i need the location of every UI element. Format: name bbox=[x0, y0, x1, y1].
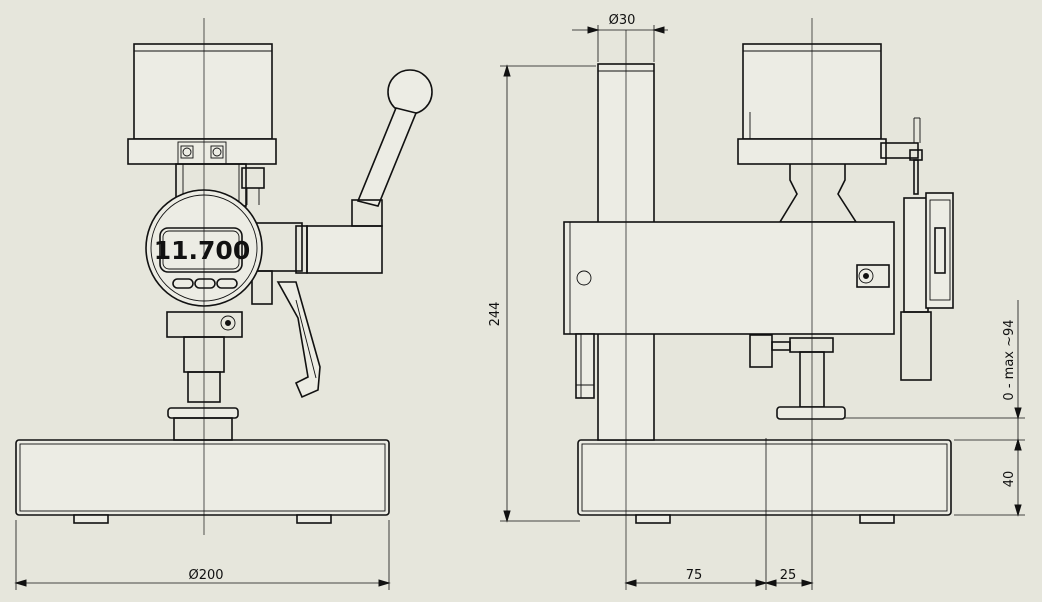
indicator-reading: 11.700 bbox=[154, 236, 250, 265]
dim-column-diameter: Ø30 bbox=[609, 13, 636, 28]
front-anvil bbox=[173, 417, 233, 441]
front-weight-flange bbox=[127, 138, 277, 165]
side-anvil-plate bbox=[776, 406, 846, 420]
side-base bbox=[577, 439, 952, 516]
dim-anvil-offset: 25 bbox=[780, 568, 797, 583]
lever-trigger bbox=[276, 281, 321, 399]
side-indicator-face bbox=[925, 192, 954, 309]
dim-column-to-anvil: 75 bbox=[686, 568, 703, 583]
front-view: 11.700 bbox=[15, 18, 433, 535]
front-weight bbox=[133, 43, 273, 140]
indicator-button-1 bbox=[172, 278, 194, 289]
lever-knob bbox=[387, 69, 433, 115]
lever-arm bbox=[356, 107, 418, 207]
lever-hub bbox=[306, 225, 383, 274]
front-clamp bbox=[166, 311, 243, 338]
side-indicator bbox=[903, 197, 929, 313]
side-foot-right bbox=[859, 514, 895, 524]
indicator-button-3 bbox=[216, 278, 238, 289]
indicator-button-2 bbox=[194, 278, 216, 289]
dim-max-opening: 0 - max ~94 bbox=[1002, 319, 1017, 400]
side-view bbox=[563, 18, 954, 590]
dimensions: Ø200 Ø30 244 0 - max ~94 40 bbox=[14, 13, 1025, 590]
side-clamp bbox=[900, 311, 932, 381]
front-foot-left bbox=[73, 514, 109, 524]
side-foot-left bbox=[635, 514, 671, 524]
front-anvil-plate bbox=[167, 407, 239, 419]
dim-base-height: 40 bbox=[1002, 471, 1017, 488]
indicator-screen bbox=[159, 227, 243, 273]
measuring-arm bbox=[563, 221, 895, 335]
front-foot-right bbox=[296, 514, 332, 524]
side-lever bbox=[575, 333, 595, 399]
dim-base-diameter: Ø200 bbox=[188, 568, 223, 583]
front-base bbox=[15, 439, 390, 516]
dim-total-height: 244 bbox=[488, 302, 503, 327]
